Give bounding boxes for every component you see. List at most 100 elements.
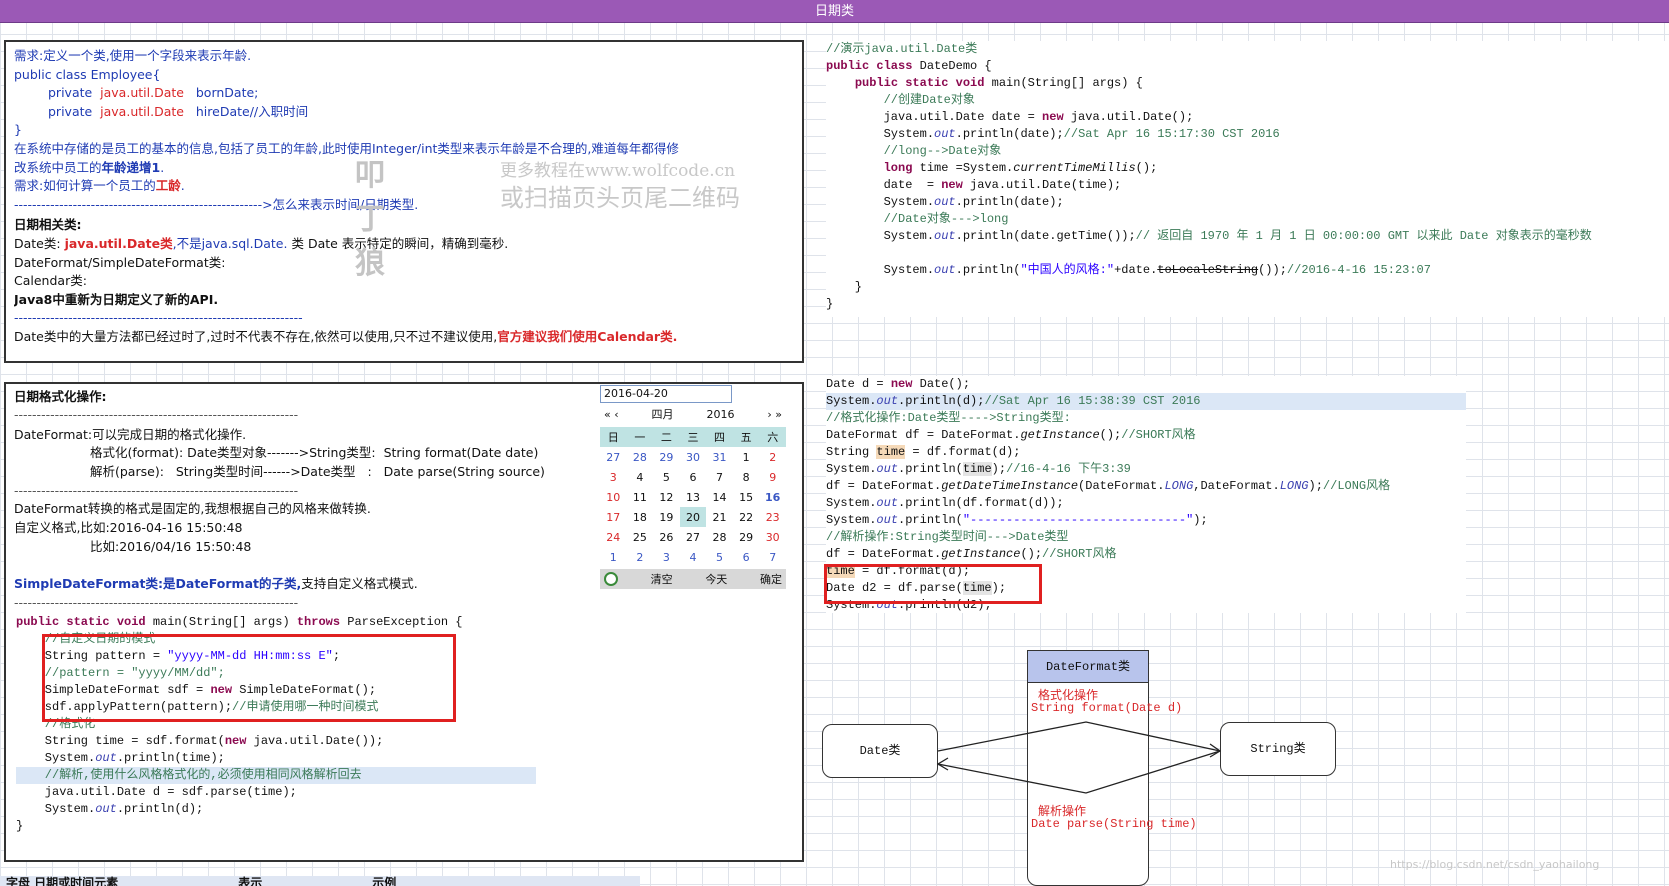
calendar-day[interactable]: 24 [606, 530, 621, 544]
calendar-day[interactable]: 10 [606, 490, 621, 504]
calendar-day[interactable]: 15 [739, 490, 754, 504]
custom-style-line: DateFormat转换的格式是固定的,我想根据自己的风格来做转换. [14, 501, 371, 516]
today-button[interactable]: 今天 [705, 573, 728, 586]
parse-method-line: 解析(parse): String类型时间------>Date类型 : Dat… [90, 464, 545, 479]
calendar-day[interactable]: 22 [739, 510, 754, 524]
deprecated-line: Date类中的大量方法都已经过时了,过时不代表不存在,依然可以使用,只不过不建议… [14, 328, 678, 344]
calendar-day-selected[interactable]: 20 [679, 507, 707, 527]
highlight-box [824, 564, 1042, 604]
calendar-day[interactable]: 5 [716, 550, 724, 564]
calendar-month[interactable]: 四月 [651, 408, 674, 421]
code-line: Date d = new Date(); [826, 377, 971, 391]
calendar-day[interactable]: 9 [769, 470, 777, 484]
divider-dashes: ----------------------------------------… [14, 483, 299, 498]
format-method-line: 格式化(format): Date类型对象------->String类型: S… [90, 445, 539, 460]
code-line: //创建Date对象 [826, 93, 975, 107]
date-related-heading: 日期相关类: [14, 217, 82, 233]
page-title-bar: 日期类 [0, 0, 1669, 23]
calendar-day[interactable]: 3 [662, 550, 670, 564]
calendar-day[interactable]: 23 [765, 510, 780, 524]
calendar-day[interactable]: 29 [739, 530, 754, 544]
calendar-day[interactable]: 2 [636, 550, 644, 564]
calendar-day[interactable]: 19 [659, 510, 674, 524]
code-line: //long-->Date对象 [826, 144, 1002, 158]
calendar-day[interactable]: 30 [685, 450, 700, 464]
parse-signature: Date parse(String time) [1031, 817, 1197, 831]
code-line: System.out.println("中国人的风格:"+date.toLoca… [826, 263, 1431, 277]
calendar-day[interactable]: 18 [632, 510, 647, 524]
code-line: String time = sdf.format(new java.util.D… [16, 734, 384, 748]
simpledateformat-line: SimpleDateFormat类:是DateFormat的子类,支持自定义格式… [14, 576, 418, 591]
calendar-day[interactable]: 12 [659, 490, 674, 504]
calendar-day[interactable]: 2 [769, 450, 777, 464]
dateformat-class-box: DateFormat类 [1027, 650, 1149, 886]
code-line: df = DateFormat.getDateTimeInstance(Date… [826, 479, 1391, 493]
calendar-day[interactable]: 4 [636, 470, 644, 484]
calendar-day[interactable]: 25 [632, 530, 647, 544]
calendar-day[interactable]: 4 [689, 550, 697, 564]
code-line: } [826, 297, 834, 311]
how-to-represent-line: ----------------------------------------… [14, 196, 419, 212]
clock-icon[interactable] [604, 572, 618, 586]
date-intro-panel: 需求:定义一个类,使用一个字段来表示年龄. public class Emplo… [4, 40, 804, 363]
code-line: String pattern = "yyyy-MM-dd HH:mm:ss E"… [16, 649, 341, 663]
code-line: System.out.println(d); [16, 802, 204, 816]
prev-year-button[interactable]: « [604, 408, 611, 421]
code-line: time = df.format(d); [826, 564, 971, 578]
calendar-day[interactable]: 27 [685, 530, 700, 544]
code-line: public static void main(String[] args) t… [16, 615, 463, 629]
code-line: //格式化操作:Date类型---->String类型: [826, 411, 1071, 425]
watermark-line2: 或扫描页头页尾二维码 [500, 184, 740, 212]
calendar-day[interactable]: 7 [716, 470, 724, 484]
calendar-day[interactable]: 26 [659, 530, 674, 544]
calendar-day[interactable]: 7 [769, 550, 777, 564]
calendar-day[interactable]: 6 [742, 550, 750, 564]
divider-dashes: ----------------------------------------… [14, 595, 299, 610]
calendar-day[interactable]: 21 [712, 510, 727, 524]
class-close-brace: } [14, 122, 22, 138]
work-age-line: 需求:如何计算一个员工的工龄. [14, 178, 185, 194]
calendar-day[interactable]: 11 [632, 490, 647, 504]
calendar-day[interactable]: 16 [765, 490, 781, 504]
csdn-credit: https://blog.csdn.net/csdn_yaohailong [1390, 858, 1600, 871]
date-class-box: Date类 [822, 724, 938, 778]
format-signature: String format(Date d) [1031, 701, 1183, 715]
calendar-day[interactable]: 31 [712, 450, 727, 464]
dateformat-class-title: DateFormat类 [1028, 651, 1148, 683]
date-input[interactable]: 2016-04-20 [600, 385, 732, 403]
calendar-day[interactable]: 1 [609, 550, 617, 564]
code-line: Date d2 = df.parse(time); [826, 581, 1007, 595]
calendar-day[interactable]: 17 [606, 510, 621, 524]
calendar-day[interactable]: 14 [712, 490, 727, 504]
calendar-day[interactable]: 1 [742, 450, 750, 464]
string-class-box: String类 [1220, 722, 1336, 776]
weekday-label: 三 [679, 427, 707, 447]
calendar-day[interactable]: 3 [609, 470, 617, 484]
requirement-line: 需求:定义一个类,使用一个字段来表示年龄. [14, 48, 252, 63]
page-title: 日期类 [814, 4, 854, 19]
weekday-label: 一 [626, 427, 654, 447]
calendar-day[interactable]: 29 [659, 450, 674, 464]
calendar-day[interactable]: 6 [689, 470, 697, 484]
next-month-button[interactable]: › [767, 408, 772, 421]
calendar-year[interactable]: 2016 [706, 408, 735, 421]
borndate-field-line: private java.util.Date bornDate; [48, 85, 259, 101]
code-line: //解析操作:String类型时间--->Date类型 [826, 530, 1069, 544]
prev-month-button[interactable]: ‹ [614, 408, 619, 421]
calendar-day[interactable]: 30 [765, 530, 780, 544]
ok-button[interactable]: 确定 [759, 573, 782, 586]
calendar-day[interactable]: 8 [742, 470, 750, 484]
next-year-button[interactable]: » [775, 408, 782, 421]
calendar-day[interactable]: 27 [606, 450, 621, 464]
calendar-day[interactable]: 5 [662, 470, 670, 484]
calendar-day[interactable]: 28 [712, 530, 727, 544]
calendar-day[interactable]: 13 [685, 490, 700, 504]
code-line: String time = df.format(d); [826, 445, 1021, 459]
clear-button[interactable]: 清空 [650, 573, 673, 586]
highlight-box [42, 634, 456, 722]
format-heading: 日期格式化操作: [14, 389, 107, 404]
date-format-panel: 日期格式化操作: -------------------------------… [4, 382, 804, 862]
code-line: long time =System.currentTimeMillis(); [883, 161, 1158, 175]
age-problem-line: 在系统中存储的是员工的基本的信息,包括了员工的年龄,此时使用Integer/in… [14, 140, 679, 156]
calendar-day[interactable]: 28 [632, 450, 647, 464]
